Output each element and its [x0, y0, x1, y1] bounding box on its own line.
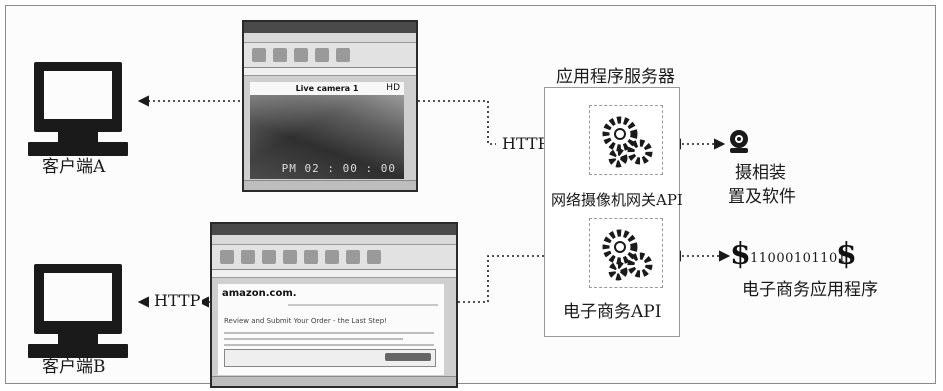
camera-api-label: 网络摄像机网关API [551, 191, 683, 209]
diagram-frame [5, 5, 936, 384]
camera-page-content: Live camera 1 HD PM 02 : 00 : 00 [250, 82, 404, 179]
camera-device-label-line2: 置及软件 [728, 187, 796, 207]
order-summary-box [224, 349, 436, 367]
commerce-app-label: 电子商务应用程序 [742, 280, 878, 300]
application-server-box [544, 87, 680, 337]
order-page-content: amazon.com. Review and Submit Your Order… [218, 284, 444, 375]
binary-data-text: 11000101101 [750, 251, 847, 266]
order-page-heading: Review and Submit Your Order - the Last … [224, 317, 387, 325]
line-browser-a-to-http [418, 100, 496, 145]
camera-corner-mark: HD [386, 83, 400, 93]
commerce-api-gears-icon [602, 229, 653, 281]
client-b-label: 客户端B [42, 357, 106, 377]
camera-timestamp: PM 02 : 00 : 00 [281, 162, 396, 175]
commerce-api-label: 电子商务API [563, 302, 662, 322]
client-a-label: 客户端A [42, 157, 106, 177]
dollar-icon-left: $ [730, 237, 751, 272]
client-a-computer-icon [28, 62, 128, 156]
camera-live-image [250, 95, 404, 179]
amazon-browser-window: amazon.com. Review and Submit Your Order… [210, 222, 458, 388]
server-title: 应用程序服务器 [556, 67, 675, 87]
client-b-computer-icon [28, 264, 128, 358]
commerce-api-box [589, 218, 663, 288]
webcam-icon [726, 128, 752, 158]
camera-api-gears-icon [602, 116, 653, 168]
http-label-a: HTTP [500, 134, 551, 153]
amazon-logo: amazon.com. [222, 288, 297, 299]
camera-device-label-line1: 摄相装 [735, 163, 786, 183]
line-browser-b-to-commerce-api [458, 250, 583, 303]
dollar-icon-right: $ [836, 237, 857, 272]
camera-page-title: Live camera 1 [295, 84, 359, 93]
http-label-b: HTTP [152, 291, 203, 310]
camera-browser-window: Live camera 1 HD PM 02 : 00 : 00 [242, 20, 418, 192]
camera-api-box [589, 105, 663, 175]
